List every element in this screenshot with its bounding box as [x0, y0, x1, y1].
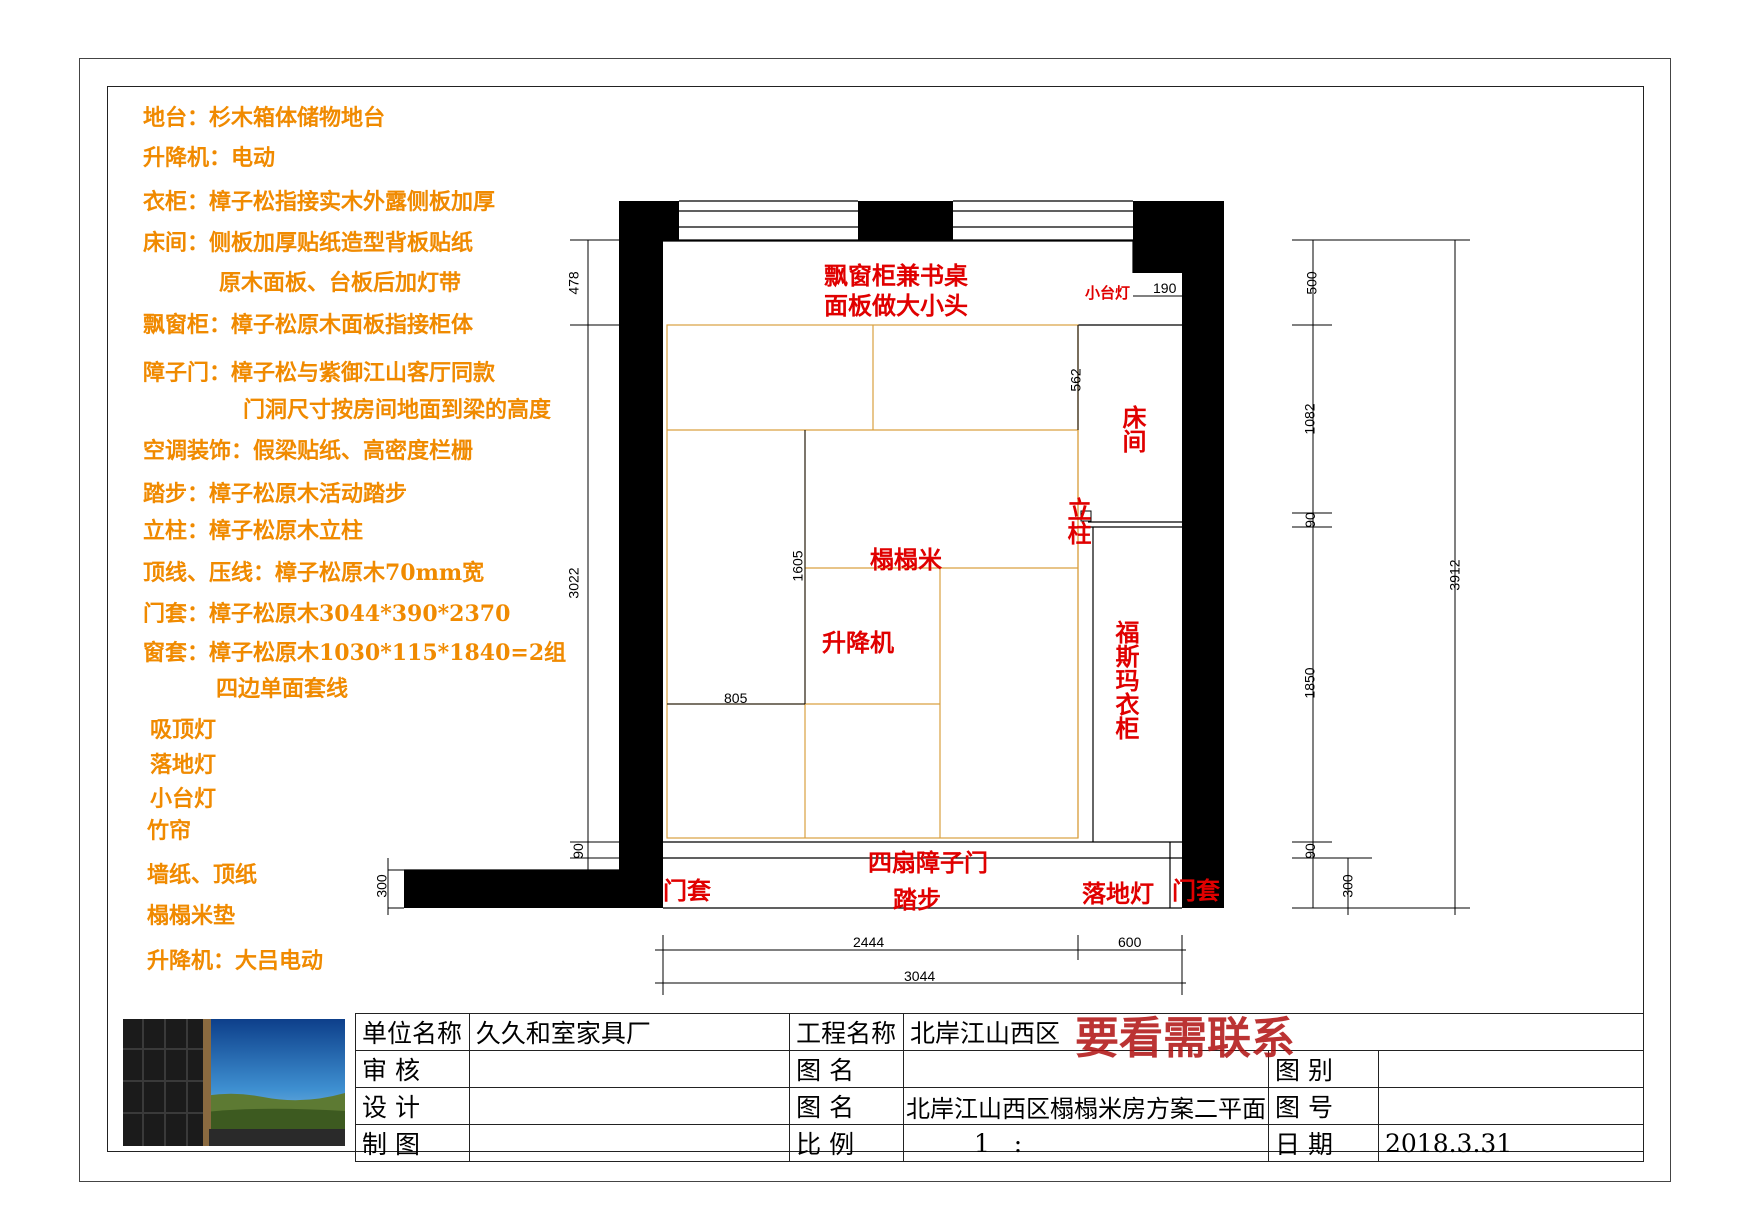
- dim-300-right: 300: [1339, 874, 1356, 898]
- wall-top-right-corner: [1133, 201, 1224, 273]
- pillar-marker: [1080, 510, 1092, 522]
- note-wardrobe: 衣柜：樟子松指接实木外露侧板加厚: [143, 189, 496, 215]
- dim-3044: 3044: [904, 968, 936, 984]
- dim-3022: 3022: [565, 567, 582, 599]
- unit-value: 久久和室家具厂: [468, 1013, 791, 1051]
- note-small-lamp: 小台灯: [150, 786, 217, 812]
- label-lift: 升降机: [822, 628, 894, 657]
- note-shoji-door-2: 门洞尺寸按房间地面到梁的高度: [243, 397, 552, 423]
- internal-dimension-lines: [667, 241, 1182, 705]
- window-mullion: [858, 201, 953, 241]
- unit-label: 单位名称: [355, 1013, 470, 1051]
- dim-90-left: 90: [569, 843, 586, 859]
- dim-90-b: 90: [1301, 843, 1318, 859]
- note-lift: 升降机：电动: [143, 145, 276, 171]
- date-value: 2018.3.31: [1377, 1124, 1645, 1162]
- dim-500: 500: [1303, 271, 1320, 295]
- note-tatami-mat: 榻榻米垫: [147, 903, 236, 929]
- number-label: 图 号: [1268, 1087, 1379, 1125]
- bottom-dimension-chain: [655, 935, 1186, 995]
- note-platform: 地台：杉木箱体储物地台: [143, 105, 386, 131]
- review-label: 审 核: [355, 1050, 470, 1088]
- window-view-photo: [123, 1019, 345, 1146]
- note-trim: 顶线、压线：樟子松原木70mm宽: [143, 560, 485, 586]
- dim-205: 205: [1133, 246, 1150, 270]
- label-tatami: 榻榻米: [870, 545, 942, 574]
- project-value: 北岸江山西区: [903, 1013, 1644, 1051]
- label-wardrobe: 福斯玛衣柜: [1111, 620, 1140, 740]
- note-ceiling-lamp: 吸顶灯: [150, 717, 217, 743]
- dim-805: 805: [724, 690, 748, 706]
- drawing-name-value-1: [903, 1050, 1270, 1088]
- dim-562: 562: [1067, 368, 1084, 392]
- note-door-frame: 门套：樟子松原木3044*390*2370: [143, 601, 511, 627]
- drawing-outer-frame: [79, 58, 1671, 1182]
- date-label: 日 期: [1268, 1124, 1379, 1162]
- interior-outline: [404, 240, 1182, 909]
- tatami-grid: [666, 324, 1079, 839]
- label-door-frame-left: 门套: [663, 876, 711, 905]
- draft-label: 制 图: [355, 1124, 470, 1162]
- note-lift-brand: 升降机：大吕电动: [147, 948, 324, 974]
- left-dimension-chain: [387, 239, 619, 915]
- note-ac-decor: 空调装饰：假梁贴纸、高密度栏栅: [143, 438, 474, 464]
- scale-value: 1 :: [903, 1124, 1270, 1162]
- wall-left: [619, 201, 663, 908]
- drawing-name-label-2: 图 名: [789, 1087, 905, 1125]
- dim-300-left: 300: [373, 874, 390, 898]
- watermark-text: 要看需联系: [1075, 1013, 1295, 1064]
- label-bay-window-1: 飘窗柜兼书桌: [824, 261, 968, 290]
- note-bay-window: 飘窗柜：樟子松原木面板指接柜体: [143, 312, 474, 338]
- dim-2444: 2444: [853, 934, 885, 950]
- wall-top-left-corner: [619, 201, 679, 241]
- label-small-lamp: 小台灯: [1085, 284, 1131, 302]
- note-window-frame: 窗套：樟子松原木1030*115*1840=2组: [143, 640, 567, 666]
- wall-right: [1182, 273, 1224, 908]
- label-shoji-door: 四扇障子门: [868, 848, 988, 877]
- title-block: 单位名称 久久和室家具厂 工程名称 北岸江山西区 审 核 图 名 图 别 设 计…: [107, 1013, 1645, 1162]
- dim-190: 190: [1153, 280, 1177, 296]
- note-bamboo-blind: 竹帘: [147, 818, 192, 844]
- note-window-frame-2: 四边单面套线: [216, 676, 349, 702]
- label-bed-niche: 床间: [1118, 405, 1147, 453]
- dim-3912: 3912: [1446, 559, 1463, 591]
- wall-bottom-left: [404, 870, 662, 908]
- note-wallpaper: 墙纸、顶纸: [147, 862, 258, 888]
- right-dimension-chain: [1292, 239, 1470, 915]
- draft-value: [468, 1124, 791, 1162]
- label-bay-window-2: 面板做大小头: [824, 291, 968, 320]
- title-table: 单位名称 久久和室家具厂 工程名称 北岸江山西区 审 核 图 名 图 别 设 计…: [355, 1013, 1645, 1162]
- dim-1605: 1605: [789, 550, 806, 582]
- drawing-name-label-1: 图 名: [789, 1050, 905, 1088]
- note-pillar: 立柱：樟子松原木立柱: [143, 518, 364, 544]
- label-step: 踏步: [893, 885, 941, 914]
- dim-90-a: 90: [1301, 512, 1318, 528]
- reference-photo: [123, 1019, 345, 1146]
- drawing-name-value-2: 北岸江山西区榻榻米房方案二平面: [903, 1087, 1270, 1125]
- label-door-frame-right: 门套: [1172, 876, 1220, 905]
- dim-1850: 1850: [1301, 667, 1318, 699]
- design-label: 设 计: [355, 1087, 470, 1125]
- design-value: [468, 1087, 791, 1125]
- note-bed-niche: 床间：侧板加厚贴纸造型背板贴纸: [143, 230, 474, 256]
- note-floor-lamp: 落地灯: [150, 752, 217, 778]
- review-value: [468, 1050, 791, 1088]
- project-label: 工程名称: [789, 1013, 905, 1051]
- number-value: [1377, 1087, 1645, 1125]
- category-value: [1377, 1050, 1645, 1088]
- dim-478: 478: [565, 271, 582, 295]
- dim-600: 600: [1118, 934, 1142, 950]
- note-bed-niche-2: 原木面板、台板后加灯带: [219, 270, 462, 296]
- label-pillar: 立柱: [1063, 497, 1092, 545]
- note-shoji-door: 障子门：樟子松与紫御江山客厅同款: [143, 360, 496, 386]
- window-glazing: [679, 200, 1133, 241]
- scale-label: 比 例: [789, 1124, 905, 1162]
- label-floor-lamp: 落地灯: [1082, 879, 1154, 908]
- note-step: 踏步：樟子松原木活动踏步: [143, 481, 408, 507]
- dim-1082: 1082: [1301, 403, 1318, 435]
